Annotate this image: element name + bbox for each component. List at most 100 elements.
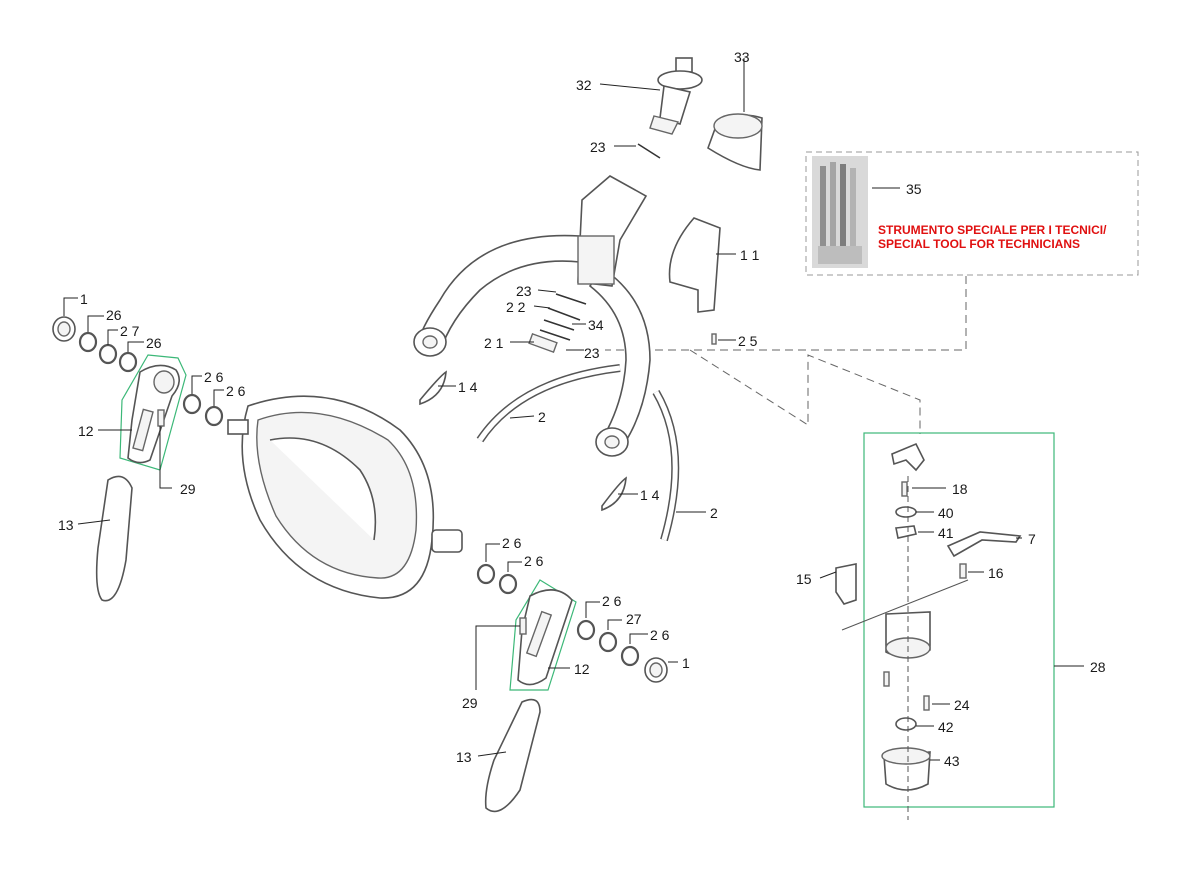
valve-32 — [649, 57, 703, 135]
nut-1-right — [644, 657, 668, 683]
plate-15 — [835, 563, 857, 605]
special-tool-box — [805, 151, 1139, 276]
label-24: 24 — [954, 697, 970, 713]
lever-cover-13-left — [95, 475, 133, 602]
clip-14-left — [419, 370, 447, 406]
label-33: 33 — [734, 49, 750, 65]
label-40: 40 — [938, 505, 954, 521]
label-23-mid: 23 — [516, 283, 532, 299]
cartridge-group-28-outline — [863, 432, 1055, 808]
plate-41 — [895, 525, 917, 539]
o-ring-26-right-c — [576, 619, 596, 641]
label-15: 15 — [796, 571, 812, 587]
hose-2-right-inner — [653, 390, 678, 541]
label-25: 2 5 — [738, 333, 758, 349]
label-13-right: 13 — [456, 749, 472, 765]
label-23-low: 23 — [584, 345, 600, 361]
label-7: 7 — [1028, 531, 1036, 547]
label-26-right-a: 2 6 — [502, 535, 522, 551]
label-2-left: 2 — [538, 409, 546, 425]
o-ring-23-mid — [555, 293, 587, 305]
hose-2-left-inner — [477, 365, 621, 442]
seal-22 — [547, 307, 581, 321]
label-12-left: 12 — [78, 423, 94, 439]
label-35: 35 — [906, 181, 922, 197]
label-26-left-d: 2 6 — [226, 383, 246, 399]
lever-7 — [946, 531, 1022, 558]
label-11: 1 1 — [740, 247, 760, 263]
tool-note-line1: STRUMENTO SPECIALE PER I TECNICI/ — [878, 223, 1107, 237]
label-26-right-b: 2 6 — [524, 553, 544, 569]
label-22: 2 2 — [506, 299, 526, 315]
washer-40 — [895, 506, 917, 518]
lever-cover-13-right — [484, 698, 541, 813]
spout-assembly — [413, 57, 763, 542]
label-26-left-c: 2 6 — [204, 369, 224, 385]
cartridge-connector-dashed-line — [689, 349, 921, 434]
leader-lines — [63, 58, 1084, 761]
label-23-top: 23 — [590, 139, 606, 155]
tool-connector-dashed-line — [605, 276, 967, 351]
o-ring-27-left — [98, 343, 118, 365]
label-14-left: 1 4 — [458, 379, 478, 395]
part-labels: 1 26 2 7 26 2 6 2 6 12 29 13 32 33 23 1 … — [58, 49, 1107, 769]
o-ring-26-left-c — [182, 393, 202, 415]
clip-14-right — [601, 476, 627, 512]
set-screw-29-left — [157, 409, 165, 427]
o-ring-26-left-d — [204, 405, 224, 427]
o-ring-26-right-a — [476, 563, 496, 585]
label-2-right: 2 — [710, 505, 718, 521]
label-1-left: 1 — [80, 291, 88, 307]
label-12-right: 12 — [574, 661, 590, 677]
insert-21 — [528, 332, 558, 354]
label-13-left: 13 — [58, 517, 74, 533]
label-27-right: 27 — [626, 611, 642, 627]
o-ring-26-right-d — [620, 645, 640, 667]
cartridge-group-28 — [835, 442, 1022, 820]
screw-25 — [711, 333, 717, 345]
tool-note-line2: SPECIAL TOOL FOR TECHNICIANS — [878, 237, 1080, 251]
label-14-right: 1 4 — [640, 487, 660, 503]
screw-18 — [901, 481, 908, 497]
bracket-11 — [668, 217, 721, 313]
label-26-left-a: 26 — [106, 307, 122, 323]
label-27-left: 2 7 — [120, 323, 140, 339]
label-42: 42 — [938, 719, 954, 735]
cover-cap — [891, 442, 925, 472]
label-43: 43 — [944, 753, 960, 769]
label-21: 2 1 — [484, 335, 504, 351]
label-29-right: 29 — [462, 695, 478, 711]
o-ring-26-right-b — [498, 573, 518, 595]
lamp-head-housing — [227, 395, 463, 599]
o-ring-23-top — [637, 143, 661, 159]
cap-33 — [707, 113, 763, 171]
label-29-left: 29 — [180, 481, 196, 497]
base-43 — [881, 747, 931, 791]
right-handle-group — [476, 563, 668, 813]
o-ring-26-left-b — [118, 351, 138, 373]
washer-42 — [895, 717, 917, 731]
o-ring-27-right — [598, 631, 618, 653]
o-ring-34 — [543, 319, 575, 331]
label-32: 32 — [576, 77, 592, 93]
screw-24 — [923, 695, 930, 711]
label-1-right: 1 — [682, 655, 690, 671]
nut-1-left — [52, 316, 76, 342]
label-28: 28 — [1090, 659, 1106, 675]
o-ring-23-low — [539, 329, 571, 341]
cartridge-diag-line — [841, 579, 969, 631]
left-handle-group — [52, 316, 224, 602]
set-screw-29-right — [519, 617, 527, 635]
label-26-right-c: 2 6 — [602, 593, 622, 609]
o-ring-26-left-a — [78, 331, 98, 353]
label-18: 18 — [952, 481, 968, 497]
screw-24-left — [883, 671, 890, 687]
label-26-left-b: 26 — [146, 335, 162, 351]
label-16: 16 — [988, 565, 1004, 581]
special-tool-35-photo — [812, 156, 868, 268]
handle-body-12-left — [127, 364, 180, 464]
hose-2-left — [476, 364, 621, 443]
label-26-right-d: 2 6 — [650, 627, 670, 643]
handle-body-12-right — [517, 589, 573, 686]
